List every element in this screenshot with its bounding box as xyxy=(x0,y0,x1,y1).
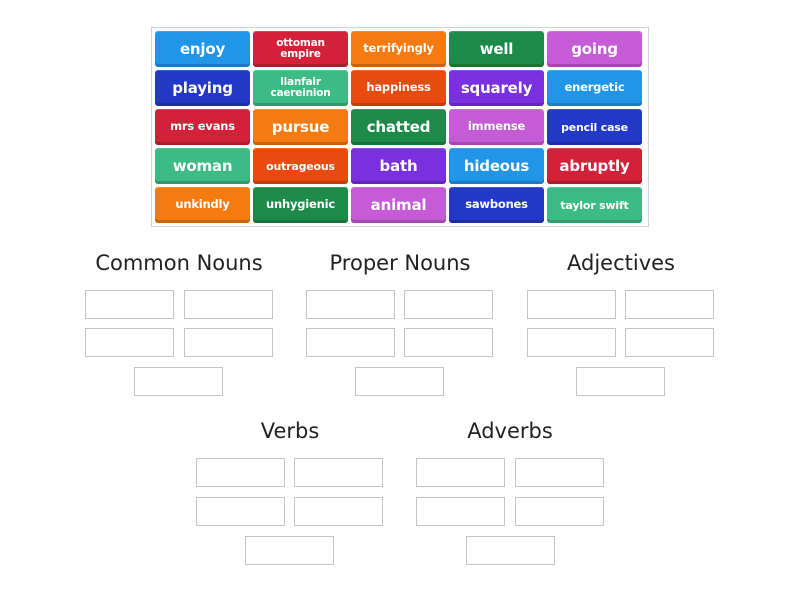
drop-slot-verbs[interactable] xyxy=(245,536,334,565)
drop-slot-common-nouns[interactable] xyxy=(184,328,273,357)
word-tile[interactable]: going xyxy=(547,31,642,67)
word-tile[interactable]: hideous xyxy=(449,148,544,184)
drop-slot-adverbs[interactable] xyxy=(466,536,555,565)
word-tile[interactable]: animal xyxy=(351,187,446,223)
group-title-verbs: Verbs xyxy=(260,419,320,443)
drop-slot-proper-nouns[interactable] xyxy=(404,328,493,357)
drop-slot-verbs[interactable] xyxy=(294,458,383,487)
word-tile-bank: enjoy ottoman empire terrifyingly well g… xyxy=(151,27,649,227)
word-tile[interactable]: llanfair caereinion xyxy=(253,70,348,106)
word-tile[interactable]: woman xyxy=(155,148,250,184)
drop-slot-common-nouns[interactable] xyxy=(134,367,223,396)
word-tile[interactable]: pursue xyxy=(253,109,348,145)
drop-slot-verbs[interactable] xyxy=(294,497,383,526)
word-tile[interactable]: happiness xyxy=(351,70,446,106)
group-title-adverbs: Adverbs xyxy=(467,419,553,443)
word-tile[interactable]: ottoman empire xyxy=(253,31,348,67)
word-tile[interactable]: immense xyxy=(449,109,544,145)
drop-slot-adjectives[interactable] xyxy=(576,367,665,396)
group-title-common-nouns: Common Nouns xyxy=(95,251,263,275)
drop-slot-common-nouns[interactable] xyxy=(85,328,174,357)
word-tile[interactable]: squarely xyxy=(449,70,544,106)
word-tile[interactable]: outrageous xyxy=(253,148,348,184)
group-title-adjectives: Adjectives xyxy=(567,251,675,275)
drop-slot-adjectives[interactable] xyxy=(527,328,616,357)
word-tile[interactable]: abruptly xyxy=(547,148,642,184)
word-tile[interactable]: unhygienic xyxy=(253,187,348,223)
word-tile[interactable]: terrifyingly xyxy=(351,31,446,67)
drop-slot-proper-nouns[interactable] xyxy=(404,290,493,319)
word-tile[interactable]: well xyxy=(449,31,544,67)
drop-slot-adjectives[interactable] xyxy=(625,328,714,357)
word-tile[interactable]: playing xyxy=(155,70,250,106)
drop-slot-adjectives[interactable] xyxy=(625,290,714,319)
drop-slot-proper-nouns[interactable] xyxy=(306,328,395,357)
drop-slot-verbs[interactable] xyxy=(196,497,285,526)
word-tile[interactable]: enjoy xyxy=(155,31,250,67)
drop-slot-proper-nouns[interactable] xyxy=(355,367,444,396)
word-tile[interactable]: bath xyxy=(351,148,446,184)
word-tile[interactable]: taylor swift xyxy=(547,187,642,223)
drop-slot-common-nouns[interactable] xyxy=(184,290,273,319)
drop-slot-adverbs[interactable] xyxy=(416,497,505,526)
drop-slot-adverbs[interactable] xyxy=(515,497,604,526)
drop-slot-adjectives[interactable] xyxy=(527,290,616,319)
drop-slot-verbs[interactable] xyxy=(196,458,285,487)
word-tile[interactable]: energetic xyxy=(547,70,642,106)
word-tile[interactable]: sawbones xyxy=(449,187,544,223)
group-title-proper-nouns: Proper Nouns xyxy=(329,251,471,275)
drop-slot-proper-nouns[interactable] xyxy=(306,290,395,319)
word-tile[interactable]: pencil case xyxy=(547,109,642,145)
word-tile[interactable]: chatted xyxy=(351,109,446,145)
drop-slot-adverbs[interactable] xyxy=(416,458,505,487)
word-tile[interactable]: unkindly xyxy=(155,187,250,223)
drop-slot-common-nouns[interactable] xyxy=(85,290,174,319)
drop-slot-adverbs[interactable] xyxy=(515,458,604,487)
word-tile[interactable]: mrs evans xyxy=(155,109,250,145)
